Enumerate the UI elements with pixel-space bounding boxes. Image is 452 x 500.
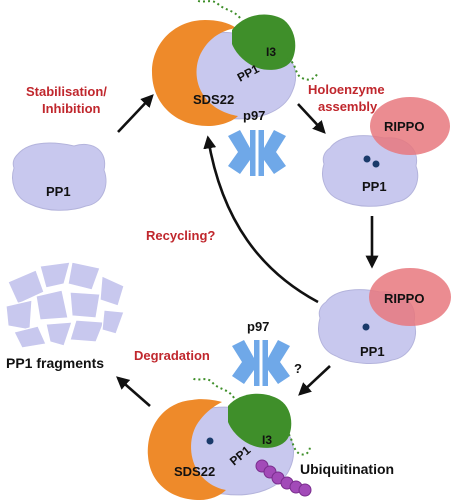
holoenzyme-pp1-label: PP1 (362, 179, 387, 194)
lower-rippo-label: RIPPO (384, 291, 424, 306)
free-pp1-label: PP1 (46, 184, 71, 199)
metal-ion-dot (206, 437, 214, 445)
recycling-label: Recycling? (146, 228, 215, 243)
p97-top: p97 (228, 108, 286, 176)
stabilisation-label-line2: Inhibition (42, 101, 101, 116)
top-sds22-label: SDS22 (193, 92, 234, 107)
ubiquitin-chain (255, 459, 312, 497)
pp1-fragments (5, 261, 125, 349)
holoenzyme-rippo-shape (370, 97, 450, 155)
metal-ion-dot (363, 155, 371, 163)
top-dotted-tail-upper (195, 0, 241, 19)
metal-ion-dot (372, 160, 380, 168)
holoenzyme-label-line2: assembly (318, 99, 378, 114)
fragment-shard (35, 289, 69, 321)
pp1-fragments-label: PP1 fragments (6, 355, 104, 371)
fragment-shard (99, 275, 125, 307)
degradation-label: Degradation (134, 348, 210, 363)
fragment-shard (39, 261, 71, 289)
bottom-sds22-shape (147, 399, 226, 500)
fragment-shard (13, 325, 47, 349)
bottom-complex: SDS22 PP1 I3 Ubiquitination (147, 377, 394, 500)
lower-holoenzyme-complex: RIPPO PP1 (318, 268, 451, 364)
degradation-arrow (116, 376, 151, 407)
top-i3-shape (232, 14, 296, 70)
top-sds22-shape (152, 20, 238, 126)
top-complex: SDS22 PP1 I3 (152, 0, 319, 126)
fragment-shard (5, 299, 33, 331)
arrows (116, 94, 379, 407)
fragment-shard (69, 291, 101, 319)
ubiquitin-bead (298, 483, 312, 497)
holoenzyme-complex: RIPPO PP1 (322, 97, 450, 207)
fragment-shard (101, 309, 125, 335)
bottom-dotted-tail-upper (191, 377, 235, 399)
p97-top-label: p97 (243, 108, 265, 123)
p97-extraction-arrow (298, 365, 331, 396)
bottom-i3-shape (228, 393, 292, 448)
lower-pp1-label: PP1 (360, 344, 385, 359)
ubiquitination-label: Ubiquitination (300, 461, 394, 477)
p97-bottom-label: p97 (247, 319, 269, 334)
bottom-sds22-label: SDS22 (174, 464, 215, 479)
lower-rippo-shape (369, 268, 451, 326)
stabilisation-label-line1: Stabilisation/ (26, 84, 107, 99)
fragment-shard (7, 269, 45, 305)
recycling-arrow (203, 135, 319, 304)
p97-bottom: p97 ? (232, 319, 302, 386)
top-i3-label: I3 (266, 45, 276, 59)
bottom-i3-label: I3 (262, 433, 272, 447)
holoenzyme-rippo-label: RIPPO (384, 119, 424, 134)
fragment-shard (45, 321, 73, 347)
free-pp1-shape (12, 142, 107, 211)
metal-ion-dot (362, 323, 370, 331)
free-pp1: PP1 (12, 142, 107, 211)
holoenzyme-arrow (297, 103, 326, 134)
fragment-shard (67, 261, 101, 291)
holoenzyme-label-line1: Holoenzyme (308, 82, 385, 97)
p97-question-label: ? (294, 361, 302, 376)
stabilisation-arrow (117, 94, 154, 133)
fragment-shard (69, 319, 105, 343)
